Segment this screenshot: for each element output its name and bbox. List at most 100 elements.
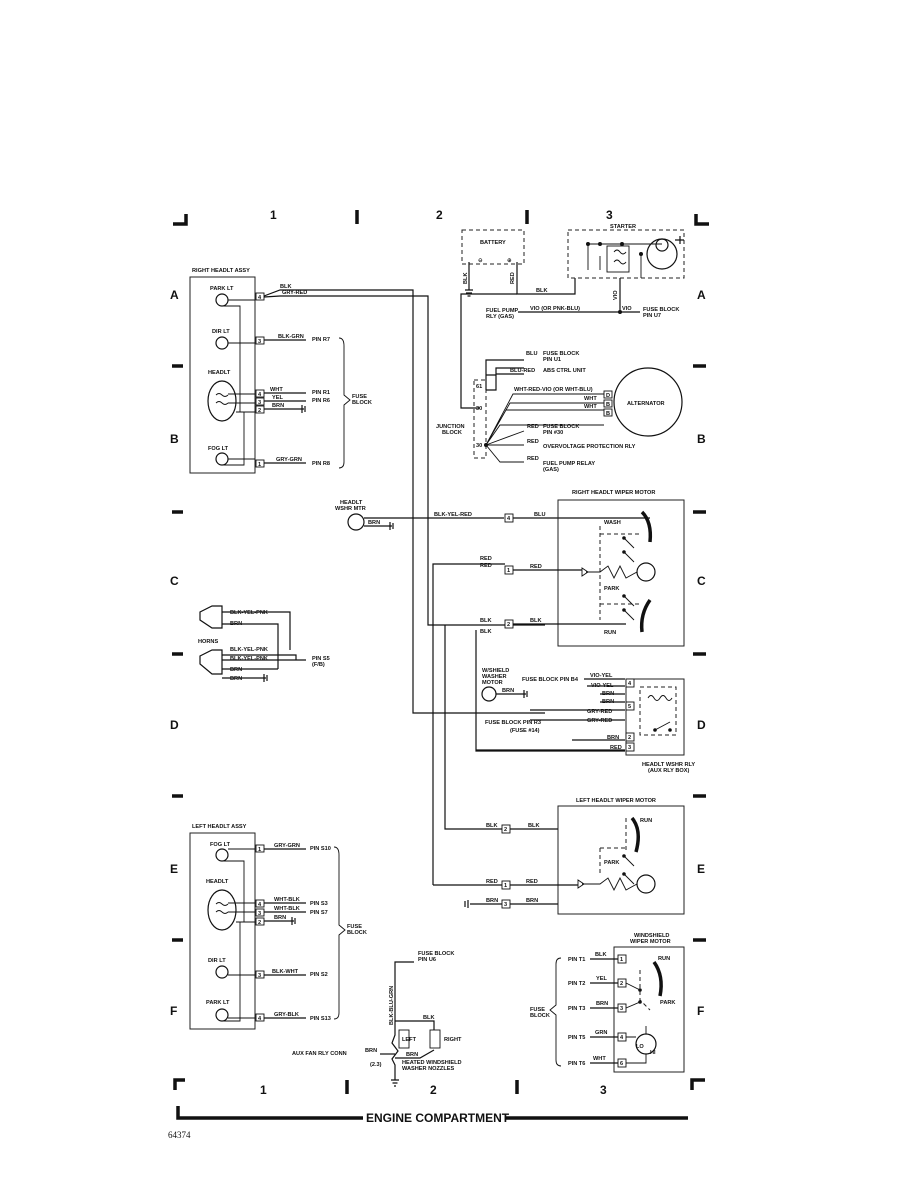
svg-text:BLOCK: BLOCK [352,400,372,406]
svg-text:3: 3 [258,911,261,917]
svg-text:BRN: BRN [272,403,284,409]
corner-mark [173,214,188,226]
windshield-wiper-motor: WINDSHIELD WIPER MOTOR FUSE BLOCK PIN T1… [530,933,685,1073]
svg-text:FUEL PUMP: FUEL PUMP [486,308,518,314]
svg-text:RED: RED [527,439,539,445]
svg-text:HEADLT: HEADLT [206,879,229,885]
svg-text:OVERVOLTAGE PROTECTION RLY: OVERVOLTAGE PROTECTION RLY [543,444,636,450]
svg-text:HEADLT WSHR RLY: HEADLT WSHR RLY [642,762,695,768]
svg-text:30: 30 [476,443,482,449]
svg-text:2: 2 [258,408,261,414]
svg-text:FUSE: FUSE [530,1007,545,1013]
horns: HORNS BLK-YEL-PNK BRN BLK-YEL-PNK BLK-YE… [198,605,330,682]
svg-text:PIN S13: PIN S13 [310,1016,331,1022]
svg-text:RUN: RUN [658,956,670,962]
svg-text:DIR LT: DIR LT [212,329,230,335]
svg-text:4: 4 [258,1016,262,1022]
svg-text:BLOCK: BLOCK [530,1013,550,1019]
svg-text:3: 3 [620,1006,623,1012]
svg-text:FUSE BLOCK: FUSE BLOCK [543,351,579,357]
svg-text:DIR LT: DIR LT [208,958,226,964]
row-label: F [170,1004,177,1018]
svg-text:BRN: BRN [486,898,498,904]
svg-text:MOTOR: MOTOR [482,680,503,686]
svg-text:RIGHT HEADLT WIPER MOTOR: RIGHT HEADLT WIPER MOTOR [572,490,655,496]
svg-text:FUSE BLOCK: FUSE BLOCK [418,951,454,957]
svg-text:VIO-YEL: VIO-YEL [591,683,614,689]
svg-text:(FUSE #14): (FUSE #14) [510,728,540,734]
row-label: F [697,1004,704,1018]
svg-text:HI: HI [650,1050,656,1056]
svg-text:VIO: VIO [613,290,619,300]
svg-text:B: B [606,402,610,408]
svg-text:PIN S3: PIN S3 [310,901,328,907]
svg-text:BRN: BRN [365,1048,377,1054]
junction-block: 61 30 30 JUNCTION BLOCK BLU FUSE BLOCK P… [436,351,636,473]
svg-text:BLK-YEL-PNK: BLK-YEL-PNK [230,647,268,653]
col-label: 2 [430,1083,437,1097]
svg-text:BLOCK: BLOCK [347,930,367,936]
svg-text:LEFT HEADLT ASSY: LEFT HEADLT ASSY [192,824,247,830]
svg-text:FOG LT: FOG LT [208,446,229,452]
left-wiper-motor: LEFT HEADLT WIPER MOTOR RUN PARK 2 BLK B… [433,798,685,915]
svg-text:WHT: WHT [593,1056,606,1062]
row-label: A [697,288,706,302]
svg-text:1: 1 [620,957,623,963]
frame: 1 2 3 1 2 3 A B C D E F A B C D E F ENGI… [168,208,709,1140]
svg-text:RUN: RUN [604,630,616,636]
right-wiper-motor: RIGHT HEADLT WIPER MOTOR WASH PARK RUN [557,490,685,647]
svg-text:30: 30 [476,406,482,412]
svg-text:JUNCTION: JUNCTION [436,424,465,430]
headlt-wshr-rly: 4 5 2 3 HEADLT WSHR RLY (AUX RLY BOX) [625,678,695,774]
svg-text:BLK: BLK [480,618,492,624]
svg-text:BLK: BLK [280,284,292,290]
svg-text:1: 1 [258,847,261,853]
svg-text:(F/B): (F/B) [312,662,325,668]
svg-text:PARK: PARK [660,1000,675,1006]
svg-text:BRN: BRN [368,520,380,526]
svg-text:BLK-WHT: BLK-WHT [272,969,299,975]
svg-text:RIGHT HEADLT ASSY: RIGHT HEADLT ASSY [192,268,250,274]
svg-text:HEATED WINDSHIELD: HEATED WINDSHIELD [402,1060,462,1066]
svg-text:D: D [606,393,610,399]
svg-text:PIN T3: PIN T3 [568,1006,585,1012]
row-label: D [170,718,179,732]
col-label: 3 [606,208,613,222]
left-headlt-assy: LEFT HEADLT ASSY FOG LT HEADLT DIR LT PA… [189,824,367,1030]
svg-text:2: 2 [258,920,261,926]
svg-text:WASHER: WASHER [482,674,507,680]
svg-text:BLK: BLK [595,952,607,958]
svg-text:BRN: BRN [602,699,614,705]
col-label: 1 [270,208,277,222]
svg-text:GRY-BLK: GRY-BLK [274,1012,299,1018]
svg-text:RLY (GAS): RLY (GAS) [486,314,514,320]
svg-text:RUN: RUN [640,818,652,824]
wshield-washer-motor: W/SHIELD WASHER MOTOR BRN FUSE BLOCK PIN… [476,668,625,751]
col-label: 1 [260,1083,267,1097]
row-label: B [697,432,706,446]
svg-text:HEADLT: HEADLT [340,500,363,506]
svg-text:PARK: PARK [604,586,619,592]
svg-text:2: 2 [620,981,623,987]
svg-text:GRY-RED: GRY-RED [587,709,612,715]
svg-text:GRY-GRN: GRY-GRN [274,843,300,849]
svg-text:WHT-RED-VIO (OR WHT-BLU): WHT-RED-VIO (OR WHT-BLU) [514,387,593,393]
svg-text:WHT-BLK: WHT-BLK [274,906,300,912]
svg-text:LO: LO [636,1044,644,1050]
svg-text:4: 4 [258,392,262,398]
svg-text:WINDSHIELD: WINDSHIELD [634,933,669,939]
svg-text:PIN S10: PIN S10 [310,846,331,852]
svg-text:RED: RED [530,564,542,570]
svg-text:GRY-RED: GRY-RED [587,718,612,724]
svg-text:⊖: ⊖ [478,258,483,264]
svg-text:PIN U1: PIN U1 [543,357,561,363]
svg-text:3: 3 [258,973,261,979]
svg-text:FUSE BLOCK: FUSE BLOCK [543,424,579,430]
alternator: ALTERNATOR D B B [603,367,683,437]
svg-text:PIN U6: PIN U6 [418,957,436,963]
row-label: D [697,718,706,732]
svg-text:BLK: BLK [423,1015,435,1021]
svg-text:BLK: BLK [480,629,492,635]
corner-mark [173,1078,185,1090]
